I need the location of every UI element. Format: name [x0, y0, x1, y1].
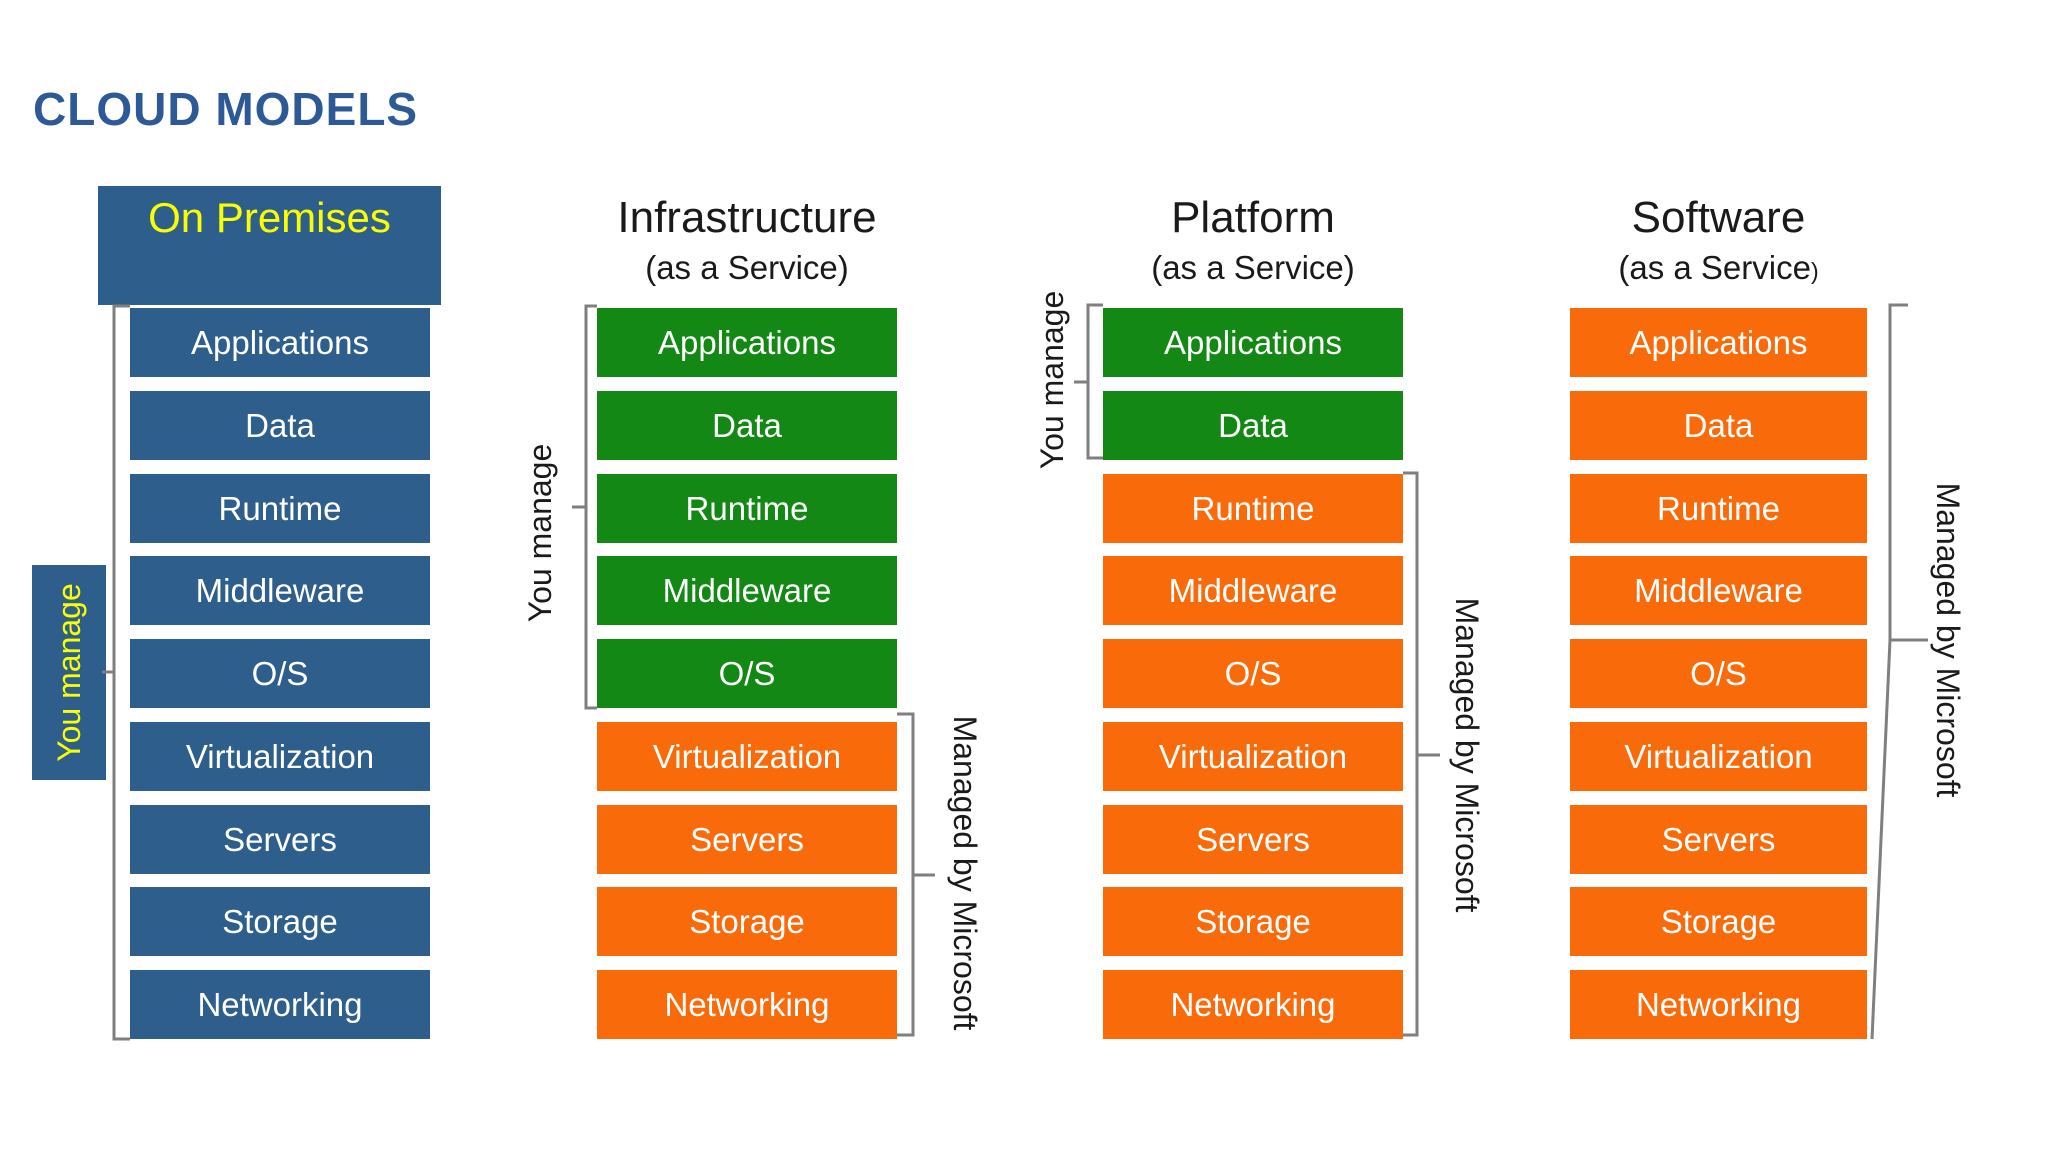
- saas-subtitle-paren: ): [1810, 258, 1819, 284]
- box-paas-storage: Storage: [1103, 887, 1403, 956]
- box-paas-networking: Networking: [1103, 970, 1403, 1039]
- onprem-you-manage-label: You manage: [50, 583, 87, 762]
- box-paas-virtualization: Virtualization: [1103, 722, 1403, 791]
- box-onprem-middleware: Middleware: [130, 556, 430, 625]
- box-onprem-networking: Networking: [130, 970, 430, 1039]
- box-paas-middleware: Middleware: [1103, 556, 1403, 625]
- paas-header: Platform (as a Service): [1076, 192, 1430, 288]
- box-onprem-os: O/S: [130, 639, 430, 708]
- box-iaas-servers: Servers: [597, 805, 897, 874]
- iaas-subtitle: (as a Service): [645, 249, 849, 286]
- box-onprem-data: Data: [130, 391, 430, 460]
- saas-title: Software: [1631, 193, 1806, 242]
- bracket-onprem-you-manage: [102, 304, 130, 1041]
- box-onprem-servers: Servers: [130, 805, 430, 874]
- box-iaas-storage: Storage: [597, 887, 897, 956]
- box-iaas-networking: Networking: [597, 970, 897, 1039]
- iaas-title: Infrastructure: [617, 193, 877, 242]
- box-paas-applications: Applications: [1103, 308, 1403, 377]
- box-saas-networking: Networking: [1570, 970, 1867, 1039]
- box-saas-applications: Applications: [1570, 308, 1867, 377]
- saas-header: Software (as a Service): [1540, 192, 1897, 291]
- box-saas-middleware: Middleware: [1570, 556, 1867, 625]
- paas-title: Platform: [1171, 193, 1335, 242]
- box-iaas-applications: Applications: [597, 308, 897, 377]
- box-iaas-os: O/S: [597, 639, 897, 708]
- box-saas-storage: Storage: [1570, 887, 1867, 956]
- box-iaas-data: Data: [597, 391, 897, 460]
- box-saas-servers: Servers: [1570, 805, 1867, 874]
- box-onprem-applications: Applications: [130, 308, 430, 377]
- box-paas-runtime: Runtime: [1103, 474, 1403, 543]
- box-iaas-runtime: Runtime: [597, 474, 897, 543]
- saas-subtitle: (as a Service): [1540, 248, 1897, 291]
- box-paas-os: O/S: [1103, 639, 1403, 708]
- box-saas-os: O/S: [1570, 639, 1867, 708]
- box-onprem-runtime: Runtime: [130, 474, 430, 543]
- saas-managed-by-microsoft-label: Managed by Microsoft: [1930, 482, 1967, 798]
- box-paas-data: Data: [1103, 391, 1403, 460]
- box-onprem-virtualization: Virtualization: [130, 722, 430, 791]
- box-saas-runtime: Runtime: [1570, 474, 1867, 543]
- box-saas-data: Data: [1570, 391, 1867, 460]
- saas-subtitle-text: (as a Service: [1618, 249, 1811, 286]
- box-saas-virtualization: Virtualization: [1570, 722, 1867, 791]
- onprem-header: On Premises: [98, 186, 441, 305]
- iaas-header: Infrastructure (as a Service): [570, 192, 924, 288]
- box-onprem-storage: Storage: [130, 887, 430, 956]
- paas-subtitle: (as a Service): [1151, 249, 1355, 286]
- box-iaas-middleware: Middleware: [597, 556, 897, 625]
- box-iaas-virtualization: Virtualization: [597, 722, 897, 791]
- box-paas-servers: Servers: [1103, 805, 1403, 874]
- onprem-you-manage-box: You manage: [32, 565, 106, 780]
- page-title: CLOUD MODELS: [33, 83, 419, 135]
